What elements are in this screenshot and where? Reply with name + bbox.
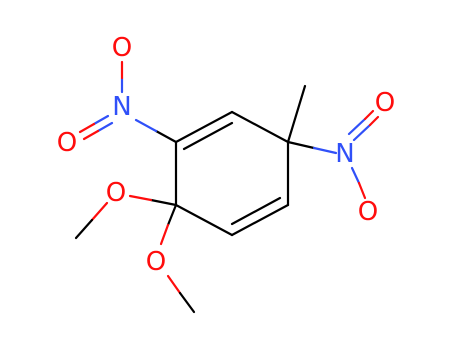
- atom-o-nitro1-top: O: [112, 33, 132, 63]
- atom-o-methoxy-upper: O: [106, 178, 126, 208]
- c6-omu-bond-red: [128, 194, 153, 202]
- n2-otop-bond-b-red: [363, 109, 375, 121]
- ring-bond-c1-c2: [174, 110, 234, 144]
- c1-n1-bond-blue: [134, 118, 158, 133]
- methyl-bond: [286, 84, 307, 144]
- c1-n1-bond-black: [154, 129, 178, 144]
- n1-oleft-bond-b-red: [82, 129, 100, 141]
- n1-oleft-bond-a-red: [78, 122, 96, 134]
- n1-oleft-bond-b-blue: [96, 121, 114, 133]
- atom-o-methoxy-lower: O: [146, 247, 166, 277]
- bonds-layer: [74, 60, 380, 314]
- c3-n2-bond-blue: [312, 146, 338, 155]
- atom-n-nitro2: N: [335, 139, 354, 169]
- n2-otop-bond-b: [347, 117, 367, 136]
- atom-o-nitro2-top: O: [375, 88, 395, 118]
- omu-ch3-bond-black: [74, 218, 94, 240]
- c6-oml-bond-red: [159, 223, 170, 246]
- oml-ch3-bond-red: [166, 274, 182, 295]
- ring-bond-c5-c6: [174, 203, 234, 237]
- c6-omu-bond-black: [149, 198, 178, 207]
- n1-oleft-bond-a-blue: [92, 114, 110, 126]
- n2-otop-bond-a: [352, 123, 372, 142]
- n2-obottom-bond-red: [357, 181, 367, 200]
- ring-bond-c4-c5: [230, 203, 290, 237]
- atom-o-nitro2-bottom: O: [358, 197, 378, 227]
- n2-obottom-bond-blue: [350, 166, 361, 185]
- oml-ch3-bond-black: [178, 291, 196, 314]
- atom-n-nitro1: N: [112, 92, 131, 122]
- ring-bond-c1-c2-double: [182, 121, 234, 151]
- ring-bond-c4-c5-double: [230, 196, 282, 226]
- n2-otop-bond-a-red: [368, 115, 380, 127]
- atom-labels-layer: O N O N O O O O: [57, 33, 395, 277]
- omu-ch3-bond-red: [90, 201, 109, 222]
- c3-n2-bond-black: [286, 140, 316, 150]
- atom-o-nitro1-left: O: [57, 128, 77, 158]
- ring-bond-c2-c3: [230, 110, 290, 144]
- c6-oml-bond-black: [166, 203, 178, 227]
